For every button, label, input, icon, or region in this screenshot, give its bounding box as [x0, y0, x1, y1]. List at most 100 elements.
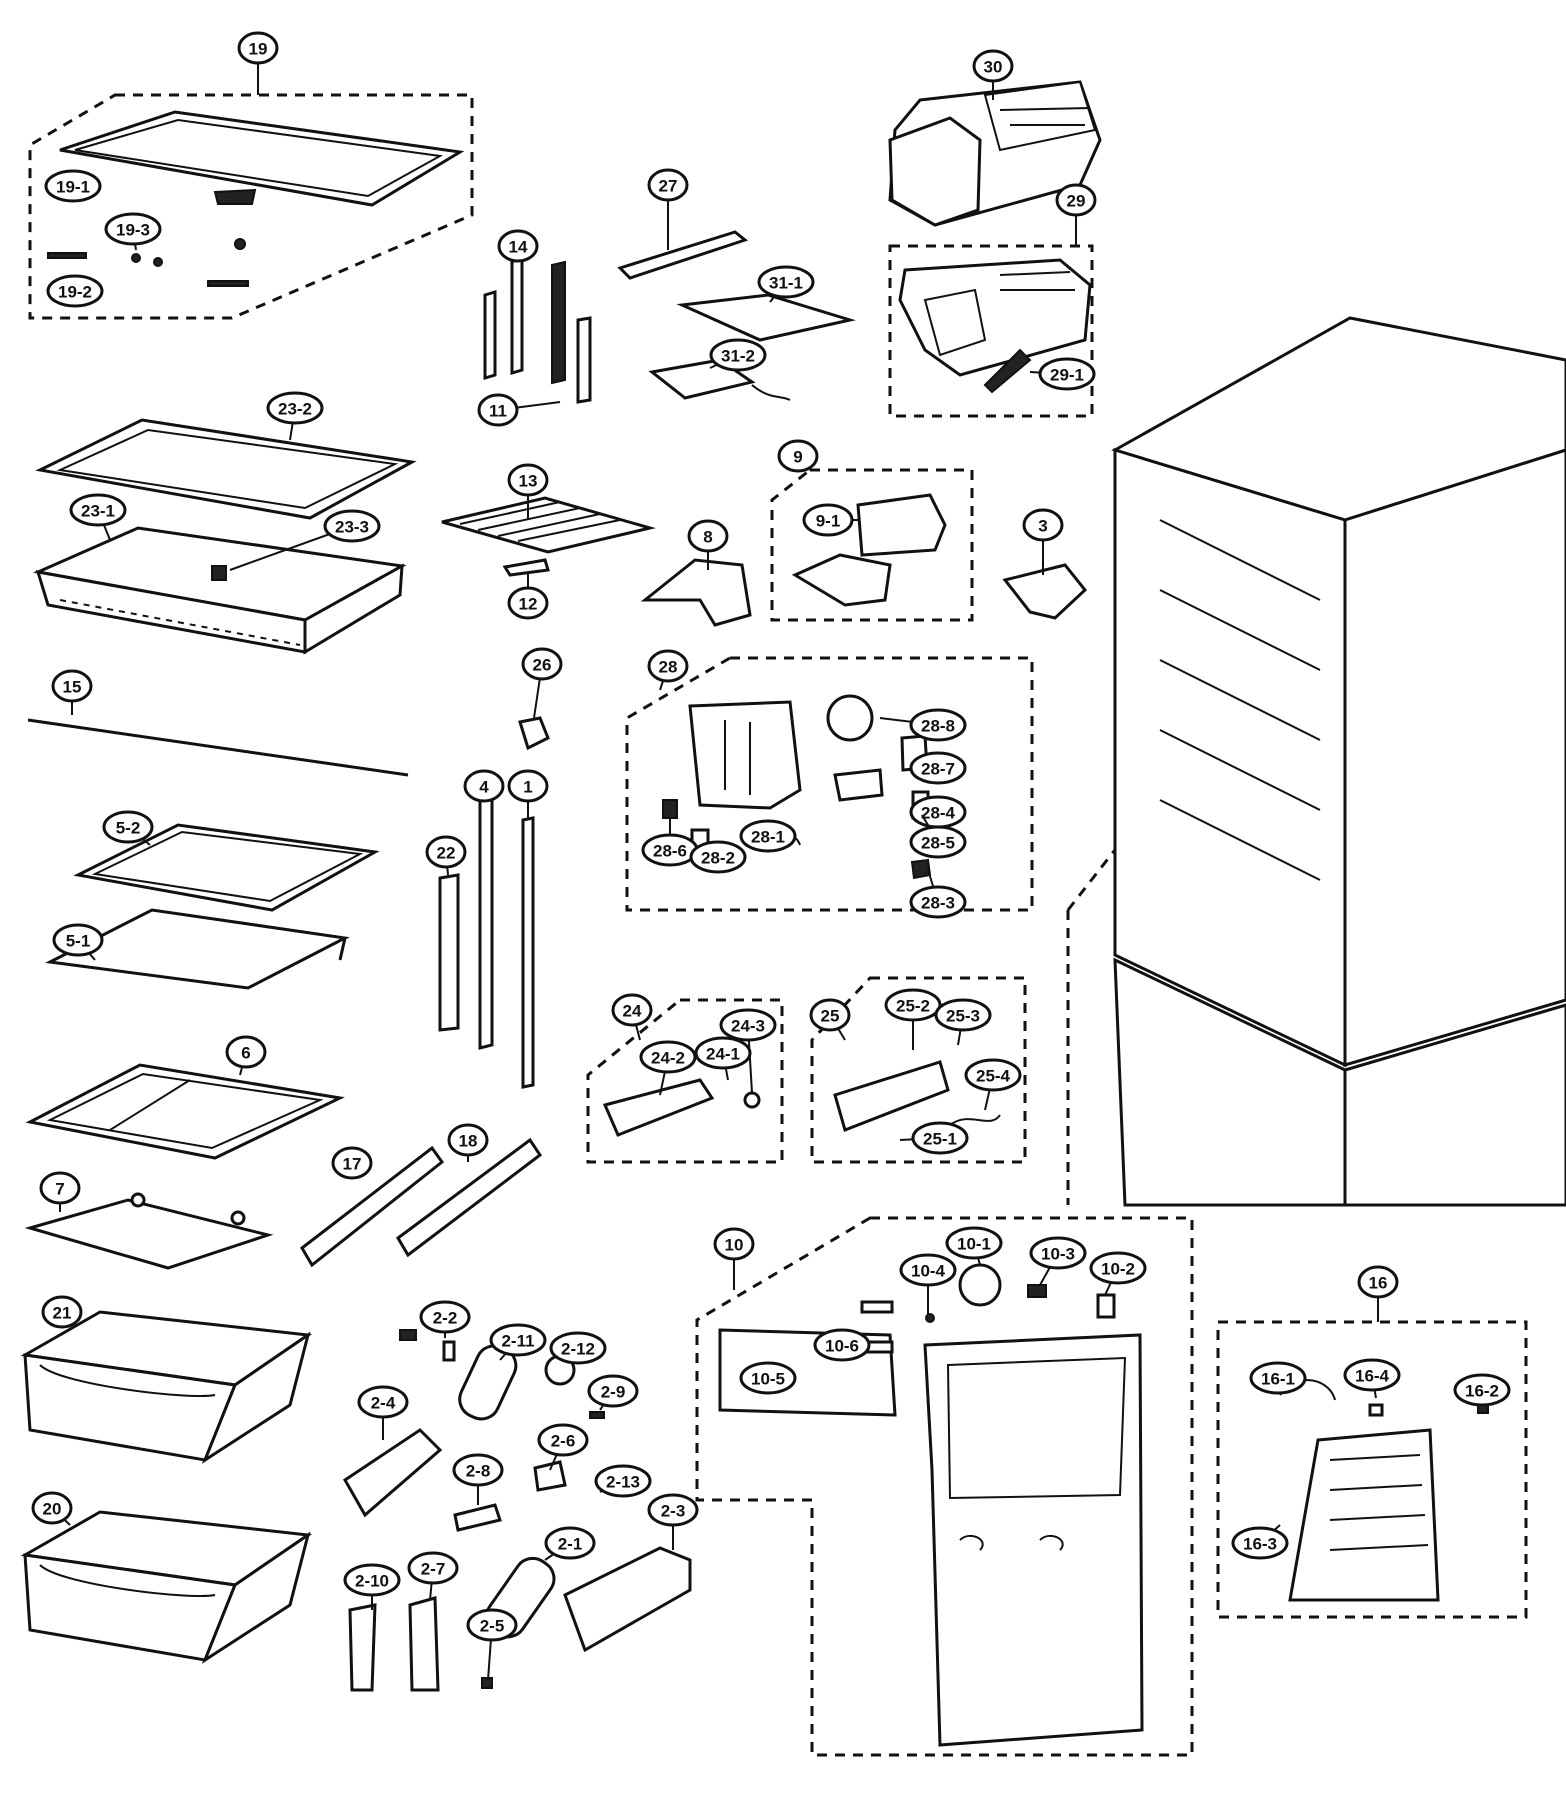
callout-circle: [507, 463, 549, 497]
callout-circle: [357, 1385, 409, 1419]
callout-circle: [331, 1146, 373, 1180]
callout-11: 11: [477, 393, 561, 427]
part-24-2: [602, 1078, 715, 1137]
part-17-slide: [300, 1145, 445, 1268]
callout-2-8: 2-8: [452, 1453, 504, 1505]
callout-label: 10-6: [825, 1337, 859, 1356]
callout-circle: [594, 1464, 652, 1498]
part-16-cover: [1279, 1379, 1489, 1602]
callout-circle: [884, 988, 942, 1022]
callout-4: 4: [463, 769, 505, 803]
callout-circle: [52, 923, 104, 957]
callout-circle: [51, 669, 93, 703]
part-18-slide: [396, 1137, 543, 1258]
callout-label: 2-6: [551, 1432, 576, 1451]
callout-label: 28-1: [751, 828, 785, 847]
callout-circle: [507, 769, 549, 803]
callout-label: 24-2: [651, 1049, 685, 1068]
callout-circle: [407, 1551, 459, 1585]
callout-label: 28-7: [921, 760, 955, 779]
callout-label: 2-8: [466, 1462, 491, 1481]
callout-label: 23-1: [81, 502, 115, 521]
callout-circle: [647, 168, 689, 202]
callout-label: 11: [489, 402, 507, 421]
callout-circle: [709, 338, 767, 372]
callout-1: 1: [507, 769, 549, 818]
callout-circle: [1029, 1236, 1087, 1270]
group-box-9: [770, 468, 974, 622]
callout-label: 1: [523, 778, 532, 797]
callout-label: 22: [437, 844, 456, 863]
callout-circle: [497, 229, 539, 263]
callout-label: 21: [53, 1304, 72, 1323]
callout-circle: [964, 1058, 1022, 1092]
callout-10-4: 10-4: [899, 1253, 957, 1315]
callout-28-1: 28-1: [739, 819, 797, 853]
callout-21: 21: [41, 1295, 83, 1329]
callout-label: 28-2: [701, 849, 735, 868]
callout-8: 8: [687, 519, 729, 570]
part-15-rod: [27, 718, 409, 777]
callout-label: 31-2: [721, 347, 755, 366]
callout-label: 3: [1038, 517, 1047, 536]
callout-label: 16-2: [1465, 1382, 1499, 1401]
callout-28-6: 28-6: [641, 818, 699, 867]
part-8: [640, 558, 752, 627]
callout-19-1: 19-1: [44, 169, 102, 203]
callout-label: 4: [479, 778, 489, 797]
callout-2-5: 2-5: [466, 1608, 518, 1681]
callout-circle: [1343, 1358, 1401, 1392]
callout-label: 29-1: [1050, 366, 1084, 385]
callout-circle: [802, 503, 854, 537]
callout-circle: [41, 1295, 83, 1329]
callout-label: 2-13: [606, 1473, 640, 1492]
callout-circle: [647, 1493, 699, 1527]
callout-16-3: 16-3: [1231, 1524, 1289, 1560]
callout-circle: [225, 1035, 267, 1069]
callout-19-2: 19-2: [46, 274, 104, 308]
callout-9: 9: [777, 439, 819, 473]
callout-28-4: 28-4: [909, 795, 967, 829]
callout-label: 7: [55, 1180, 64, 1199]
callout-25-1: 25-1: [899, 1121, 969, 1155]
callout-10-2: 10-2: [1089, 1251, 1147, 1296]
part-19-shelf: [47, 110, 465, 287]
callout-circle: [1231, 1526, 1289, 1560]
callout-label: 8: [703, 528, 712, 547]
callout-circle: [909, 825, 967, 859]
callout-2-9: 2-9: [587, 1374, 639, 1411]
callout-label: 24-1: [706, 1045, 740, 1064]
callout-label: 16-3: [1243, 1535, 1277, 1554]
group-box-28: [625, 656, 1034, 912]
callout-24-3: 24-3: [719, 1008, 777, 1094]
callout-28-7: 28-7: [909, 751, 967, 785]
callout-14: 14: [497, 229, 539, 266]
callout-28-3: 28-3: [909, 869, 967, 919]
part-10-dispenser: [718, 1263, 1144, 1747]
callout-2-4: 2-4: [357, 1385, 409, 1440]
callout-circle: [909, 751, 967, 785]
callout-label: 10: [725, 1236, 744, 1255]
callout-circle: [343, 1563, 401, 1597]
callout-circle: [425, 835, 467, 869]
callout-16-1: 16-1: [1249, 1361, 1307, 1395]
callout-circle: [1055, 183, 1097, 217]
callout-25: 25: [809, 998, 851, 1041]
callout-23-2: 23-2: [266, 391, 324, 441]
callout-circle: [611, 993, 653, 1027]
callout-circle: [104, 212, 162, 246]
callout-10-1: 10-1: [945, 1226, 1003, 1266]
callout-labels: 1919-119-319-23027291431-131-229-11123-2…: [31, 31, 1511, 1681]
callout-label: 6: [241, 1044, 250, 1063]
callout-label: 19-2: [58, 283, 92, 302]
callout-19: 19: [237, 31, 279, 95]
callout-label: 26: [533, 656, 552, 675]
callout-2-12: 2-12: [549, 1331, 607, 1365]
part-27: [617, 230, 749, 280]
part-14-11-rails: [483, 254, 592, 404]
callout-24-1: 24-1: [694, 1036, 752, 1081]
callout-circle: [266, 391, 324, 425]
callout-2-2: 2-2: [419, 1300, 471, 1338]
callout-circle: [323, 509, 381, 543]
callout-label: 25-2: [896, 997, 930, 1016]
